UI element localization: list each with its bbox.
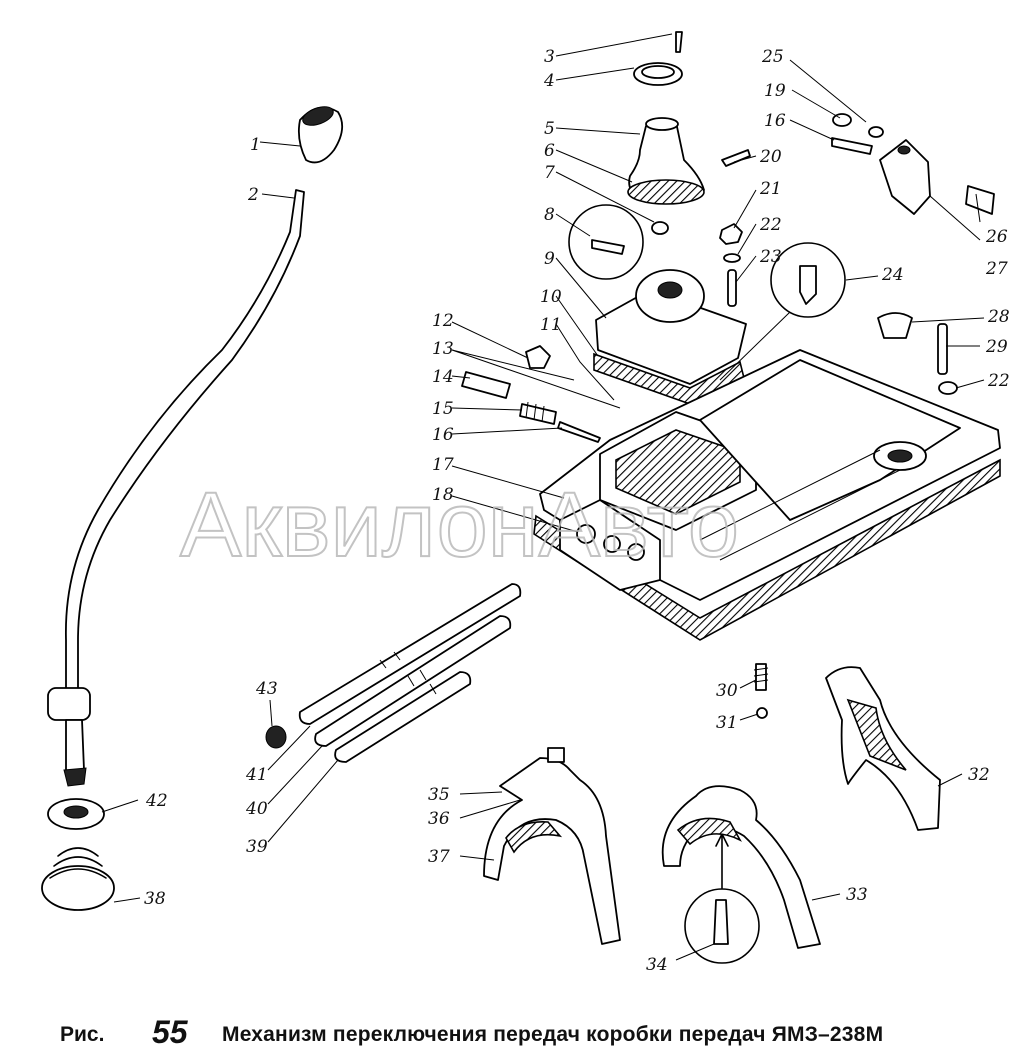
callout-24: 24 (881, 265, 904, 285)
callout-31: 31 (716, 713, 738, 733)
callout-21: 21 (759, 179, 782, 199)
callout-29: 29 (985, 337, 1008, 357)
callout-11: 11 (540, 315, 562, 335)
callout-3: 3 (544, 47, 555, 67)
callout-5: 5 (544, 119, 555, 139)
callout-10: 10 (540, 287, 562, 307)
callout-2: 2 (247, 185, 259, 205)
callout-20: 20 (759, 147, 782, 167)
knob-part (297, 106, 344, 164)
callout-22b: 22 (987, 371, 1010, 391)
callout-15: 15 (432, 399, 454, 419)
callout-40: 40 (245, 799, 268, 819)
callout-17: 17 (432, 455, 454, 475)
lever-bracket-part (831, 113, 995, 215)
plug-12-part (525, 345, 551, 369)
retaining-ring-part (633, 62, 683, 86)
nut-22b-part (938, 381, 958, 395)
bolt-part (721, 149, 751, 167)
detent-ball-part (265, 725, 287, 749)
callout-43: 43 (255, 679, 278, 699)
callout-7: 7 (544, 163, 555, 183)
gear-lever-part (47, 189, 305, 787)
plug-part (877, 312, 913, 339)
detail-circle-34 (684, 888, 760, 964)
leader-lines (101, 33, 985, 961)
callout-41: 41 (245, 765, 268, 785)
callout-4: 4 (543, 71, 555, 91)
callout-12: 12 (432, 311, 454, 331)
figure-title: Механизм переключения передач коробки пе… (222, 1023, 884, 1046)
bolt-29-part (937, 323, 948, 375)
callout-42: 42 (145, 791, 168, 811)
spring-15-part (519, 403, 557, 425)
washer-22-part (723, 253, 741, 263)
sleeve-14-part (461, 371, 511, 399)
callout-27: 27 (985, 259, 1008, 279)
callout-39: 39 (246, 837, 268, 857)
fork-33-part (661, 785, 821, 949)
callout-37: 37 (428, 847, 450, 867)
callout-9: 9 (544, 249, 555, 269)
callout-30: 30 (716, 681, 738, 701)
washer-part (47, 798, 105, 830)
boot-part (627, 117, 705, 205)
callout-1: 1 (250, 135, 261, 155)
ball-31-part (756, 707, 768, 719)
fork-37-part (483, 747, 621, 945)
exploded-parts-diagram: АквилонАвто 1 2 3 4 5 6 7 8 9 10 11 12 1… (41, 31, 1010, 975)
callout-14: 14 (432, 367, 454, 387)
callout-23: 23 (759, 247, 782, 267)
watermark-text: АквилонАвто (180, 474, 739, 576)
caption-prefix: Рис. (60, 1023, 105, 1046)
figure-number: 55 (152, 1014, 188, 1050)
spring-30-part (755, 663, 767, 691)
callout-19: 19 (764, 81, 786, 101)
pin-part (675, 31, 683, 53)
callout-33: 33 (846, 885, 868, 905)
callout-38: 38 (144, 889, 166, 909)
shift-housing-part (533, 349, 1001, 641)
figure-caption: Рис. 55 Механизм переключения передач ко… (0, 1010, 1025, 1057)
callout-6: 6 (544, 141, 555, 161)
callout-28: 28 (987, 307, 1010, 327)
shift-rods-part (298, 583, 522, 763)
callout-26: 26 (985, 227, 1008, 247)
callout-35: 35 (428, 785, 450, 805)
callout-8: 8 (544, 205, 555, 225)
callout-13: 13 (432, 339, 454, 359)
stud-part (727, 269, 737, 307)
detail-circle-8 (568, 204, 644, 280)
callout-16b: 16 (764, 111, 786, 131)
callout-36: 36 (428, 809, 450, 829)
nut-21-part (719, 223, 743, 245)
nut-part (651, 221, 669, 235)
top-cover-part (593, 269, 747, 405)
pin-16-part (557, 421, 601, 443)
callout-18: 18 (432, 485, 454, 505)
callout-labels: 1 2 3 4 5 6 7 8 9 10 11 12 13 14 15 16 1… (144, 47, 1010, 975)
callout-16: 16 (432, 425, 454, 445)
callout-25: 25 (761, 47, 784, 67)
detail-circle-24 (770, 242, 846, 318)
callout-32: 32 (968, 765, 990, 785)
fork-32-part (825, 666, 941, 831)
callout-34: 34 (646, 955, 668, 975)
callout-22: 22 (759, 215, 782, 235)
spring-cup-part (41, 847, 115, 911)
